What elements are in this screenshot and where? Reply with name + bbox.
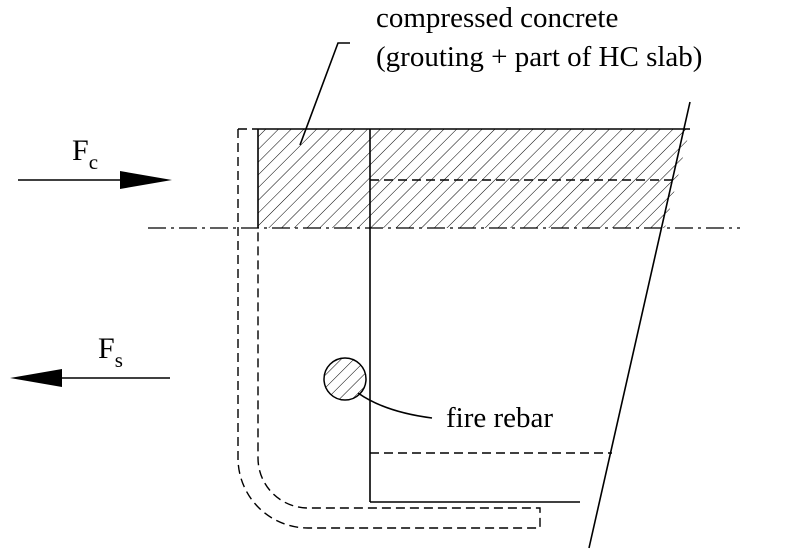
tension-force-subscript: s <box>115 348 123 372</box>
tension-force-symbol: F <box>98 332 115 365</box>
compression-force-label: Fc <box>72 134 98 174</box>
compression-force-arrow <box>18 171 172 189</box>
compression-force-symbol: F <box>72 134 89 167</box>
u-bar-dashed <box>237 128 541 529</box>
tension-force-arrow <box>10 369 170 387</box>
fire-rebar-leader <box>357 392 433 419</box>
hc-slab-outline <box>369 101 691 549</box>
compressed-zone <box>257 128 690 228</box>
compressed-concrete-sublabel: (grouting + part of HC slab) <box>376 41 702 73</box>
compressed-concrete-label: compressed concrete <box>376 2 618 34</box>
compressed-leader <box>299 42 350 146</box>
tension-force-label: Fs <box>98 332 123 372</box>
fire-rebar-section <box>323 357 367 401</box>
compression-force-subscript: c <box>89 150 98 174</box>
fire-rebar-label: fire rebar <box>446 402 553 434</box>
